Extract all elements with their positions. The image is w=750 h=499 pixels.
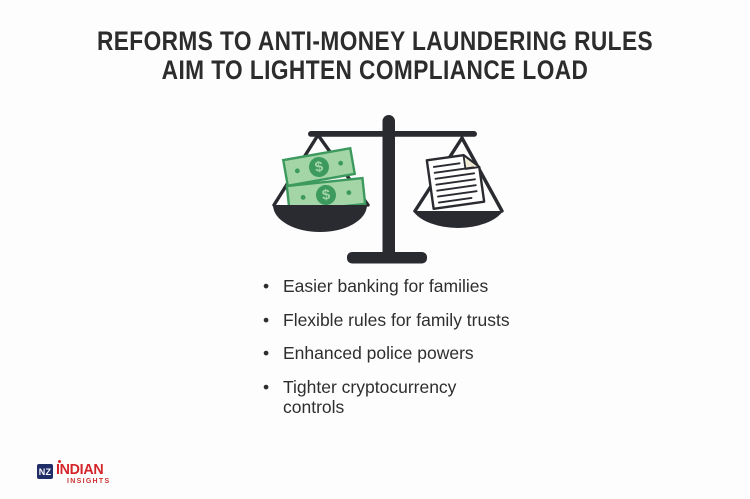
dollar-sign: $ <box>314 159 325 176</box>
dollar-bill-top: $ <box>281 146 357 188</box>
logo-nz-badge: NZ <box>37 464 53 479</box>
document-text-lines <box>432 162 478 204</box>
list-item: • Flexible rules for family trusts <box>263 310 543 331</box>
list-item-label: Flexible rules for family trusts <box>283 309 510 330</box>
title-line-2: AIM TO LIGHTEN COMPLIANCE LOAD <box>161 55 589 85</box>
money-stack: $ $ <box>281 146 367 214</box>
right-pan-bowl <box>413 211 503 228</box>
logo-tagline: INSIGHTS <box>67 478 111 485</box>
list-item-label: Easier banking for families <box>283 276 489 296</box>
bullet-icon: • <box>263 376 270 397</box>
logo-name: INDIAN <box>56 461 104 478</box>
scale-pole <box>382 115 395 258</box>
list-item-label: Tighter cryptocurrency controls <box>283 376 457 418</box>
scale-base <box>347 252 427 264</box>
key-points-list: • Easier banking for families • Flexible… <box>263 276 543 431</box>
dollar-circle <box>316 185 336 205</box>
bullet-icon: • <box>263 309 270 330</box>
scale-beam <box>308 131 477 137</box>
list-item: • Easier banking for families <box>263 276 543 297</box>
left-pan-bowl <box>273 205 367 232</box>
nz-indian-insights-logo: NZ INDIAN INSIGHTS <box>37 460 127 491</box>
balance-scale-svg: $ $ <box>272 115 504 264</box>
balance-scale-illustration: $ $ <box>259 109 515 269</box>
title-line-1: REFORMS TO ANTI-MONEY LAUNDERING RULES <box>96 26 654 56</box>
page-title: REFORMS TO ANTI-MONEY LAUNDERING RULES A… <box>60 27 690 85</box>
bullet-icon: • <box>263 343 270 363</box>
list-item: • Tighter cryptocurrency controls <box>263 377 543 418</box>
document <box>425 153 486 211</box>
bullet-icon: • <box>263 276 270 296</box>
list-item: • Enhanced police powers <box>263 343 543 364</box>
list-item-label: Enhanced police powers <box>283 343 474 363</box>
logo-i-dot <box>58 460 61 463</box>
dollar-sign: $ <box>321 187 331 204</box>
dollar-circle <box>309 157 329 177</box>
